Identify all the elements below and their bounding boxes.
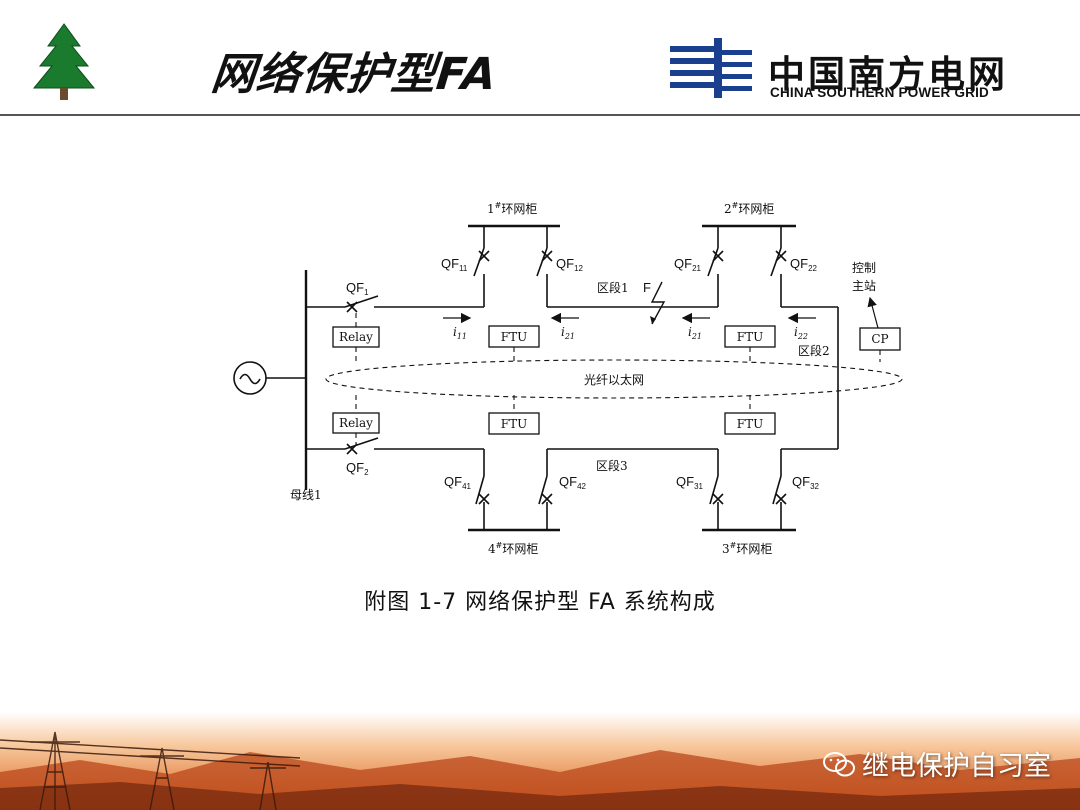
ftu-box-3 xyxy=(724,412,776,435)
breaker-qf42-label: QF42 xyxy=(559,474,587,491)
control-station-label-line2: 主站 xyxy=(852,279,876,293)
relay-upper-label: Relay xyxy=(339,330,373,344)
fiber-ethernet-label: 光纤以太网 xyxy=(584,372,644,387)
fiber-ethernet-ring xyxy=(325,359,903,399)
current-i21-left-label: i21 xyxy=(561,325,575,341)
figure-caption: 附图 1-7 网络保护型 FA 系统构成 xyxy=(364,590,716,615)
breaker-qf31-label: QF31 xyxy=(676,474,704,491)
wechat-watermark: 继电保护自习室 xyxy=(822,744,1051,783)
segment-1-label: 区段1 xyxy=(597,280,629,295)
logo-chinese-name: 中国南方电网 xyxy=(768,53,1008,96)
breaker-qf41-label: QF41 xyxy=(444,474,472,491)
ring-cabinet-4-label: 4#环网柜 xyxy=(488,541,538,556)
logo-english-name: CHINA SOUTHERN POWER GRID xyxy=(770,85,990,100)
current-i22-label: i22 xyxy=(794,325,808,341)
ftu-3-label: FTU xyxy=(737,417,763,431)
segment-2-label: 区段2 xyxy=(798,343,830,358)
breaker-qf32-label: QF32 xyxy=(792,474,820,491)
wechat-account-name: 继电保护自习室 xyxy=(862,751,1051,782)
csg-logo-icon xyxy=(670,38,752,98)
cp-label: CP xyxy=(871,332,888,346)
segment-3-label: 区段3 xyxy=(596,458,628,473)
breaker-qf11-label: QF11 xyxy=(441,256,468,273)
ring-cabinet-1-label: 1#环网柜 xyxy=(487,201,537,216)
slide-header: 网络保护型FA 中国南方电网 CHINA SOUTHERN POWER GRID xyxy=(0,0,1080,118)
ftu-2-label: FTU xyxy=(737,330,763,344)
wechat-icon xyxy=(823,752,855,777)
ring-cabinet-2-label: 2#环网柜 xyxy=(724,201,774,216)
breaker-qf22-label: QF22 xyxy=(790,256,818,273)
fault-symbol xyxy=(650,281,666,325)
breaker-qf21-label: QF21 xyxy=(674,256,702,273)
ftu-1-label: FTU xyxy=(501,330,527,344)
fault-label: F xyxy=(643,280,651,295)
control-station-label-line1: 控制 xyxy=(852,261,876,275)
current-i11-label: i11 xyxy=(453,325,467,341)
ftu-4-label: FTU xyxy=(501,417,527,431)
breaker-qf12-label: QF12 xyxy=(556,256,584,273)
current-i21-right-label: i21 xyxy=(688,325,702,341)
tree-logo-icon xyxy=(32,23,96,100)
ftu-box-4 xyxy=(488,412,540,435)
header-divider xyxy=(0,114,1080,116)
ring-cabinet-3-label: 3#环网柜 xyxy=(722,541,772,556)
power-tower-silhouettes xyxy=(0,731,301,810)
breaker-qf2-label: QF2 xyxy=(346,460,369,477)
breaker-qf1-label: QF1 xyxy=(346,280,369,297)
busbar-label: 母线1 xyxy=(290,488,322,502)
footer-banner xyxy=(0,712,1080,810)
relay-lower-label: Relay xyxy=(339,416,373,430)
